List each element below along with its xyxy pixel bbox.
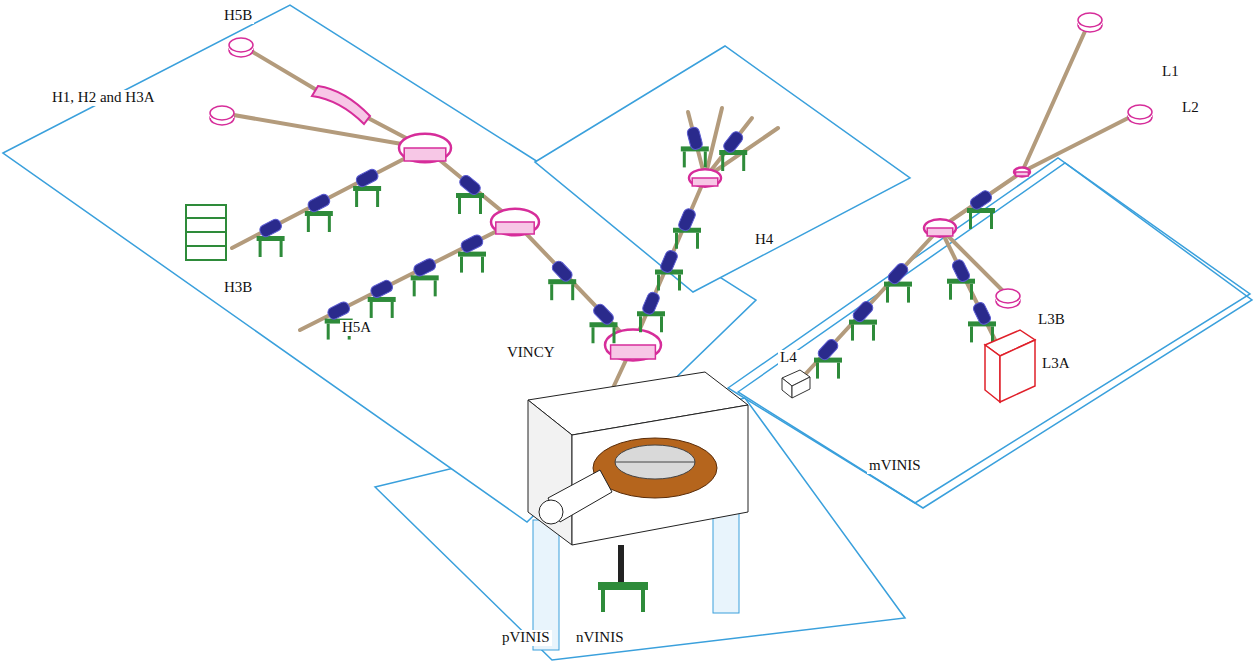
beamline-label: L1	[1160, 64, 1181, 80]
l4-detector	[782, 370, 810, 398]
magnet-on-stand	[458, 233, 486, 272]
floor-plate-edge	[728, 158, 1250, 503]
beamline-label: H4	[753, 232, 775, 248]
bending-magnet	[924, 219, 956, 237]
bending-magnet	[689, 169, 721, 187]
magnet-on-stand	[257, 218, 285, 257]
stand	[598, 582, 648, 590]
beamline-label: nVINIS	[574, 630, 626, 646]
floor-plate	[738, 163, 1252, 508]
beamline	[425, 148, 633, 345]
target-chamber	[1078, 13, 1102, 32]
target-chamber	[996, 289, 1020, 308]
beamline-label: H3B	[222, 280, 254, 296]
floor-plate	[535, 46, 910, 292]
magnet-on-stand	[719, 130, 747, 171]
stand-leg	[601, 590, 605, 612]
support-column	[713, 505, 739, 613]
beamline-label: H5A	[340, 320, 373, 336]
magnet-on-stand	[411, 257, 439, 296]
beamline-label: L4	[778, 350, 799, 366]
magnet-on-stand	[353, 168, 381, 207]
beamline	[940, 228, 1000, 350]
cyclotron-magnet	[593, 438, 717, 498]
magnet-on-stand	[681, 126, 709, 167]
beamline	[1022, 112, 1140, 172]
bending-magnet	[399, 134, 451, 163]
vertical-line	[618, 545, 624, 585]
magnet-on-stand	[655, 249, 683, 290]
beamline-label: VINCY	[505, 345, 557, 361]
beamline	[633, 178, 705, 345]
beamline	[300, 222, 515, 330]
magnet-on-stand	[368, 279, 396, 318]
beamline-label: H1, H2 and H3A	[50, 90, 157, 106]
beamline	[232, 148, 425, 248]
magnet-on-stand	[814, 337, 842, 378]
bending-magnet	[1014, 168, 1030, 177]
beamline-label: mVINIS	[867, 458, 923, 474]
ion-source	[539, 500, 563, 524]
magnet-on-stand	[637, 291, 665, 332]
beamline-label: H5B	[222, 8, 254, 24]
target-chamber	[1128, 105, 1152, 124]
magnet-on-stand	[456, 173, 484, 214]
bending-magnet	[312, 86, 370, 124]
cyclotron-pole	[615, 445, 695, 479]
magnet-on-stand	[968, 301, 996, 343]
magnet-on-stand	[967, 189, 995, 229]
magnet-on-stand	[590, 302, 618, 343]
beamline	[940, 20, 1090, 228]
vincy-cyclotron	[528, 372, 748, 650]
l3a-cabinet	[985, 330, 1035, 402]
beamline-label: L2	[1180, 100, 1201, 116]
beamline	[800, 228, 940, 380]
beamline-label: L3B	[1036, 312, 1067, 328]
cyclotron-housing-side	[528, 400, 572, 545]
magnet-on-stand	[673, 207, 701, 248]
magnet-on-stand	[548, 259, 576, 300]
bending-magnet	[491, 209, 539, 235]
equipment	[210, 13, 1152, 379]
stand-leg	[641, 590, 645, 612]
target-chamber	[210, 106, 234, 125]
magnet-on-stand	[849, 299, 877, 340]
magnet-on-stand	[884, 261, 912, 302]
h3b-frame	[186, 205, 226, 260]
beamline-label: L3A	[1040, 356, 1072, 372]
beamlines	[222, 20, 1140, 390]
cyclotron-dee	[615, 462, 695, 463]
floor-plates	[3, 5, 1252, 660]
beamline-label: pVINIS	[500, 630, 552, 646]
magnet-on-stand	[947, 258, 975, 300]
target-chamber	[229, 38, 253, 57]
floor-plate	[3, 5, 756, 522]
magnet-on-stand	[305, 193, 333, 232]
beamline	[222, 113, 425, 148]
